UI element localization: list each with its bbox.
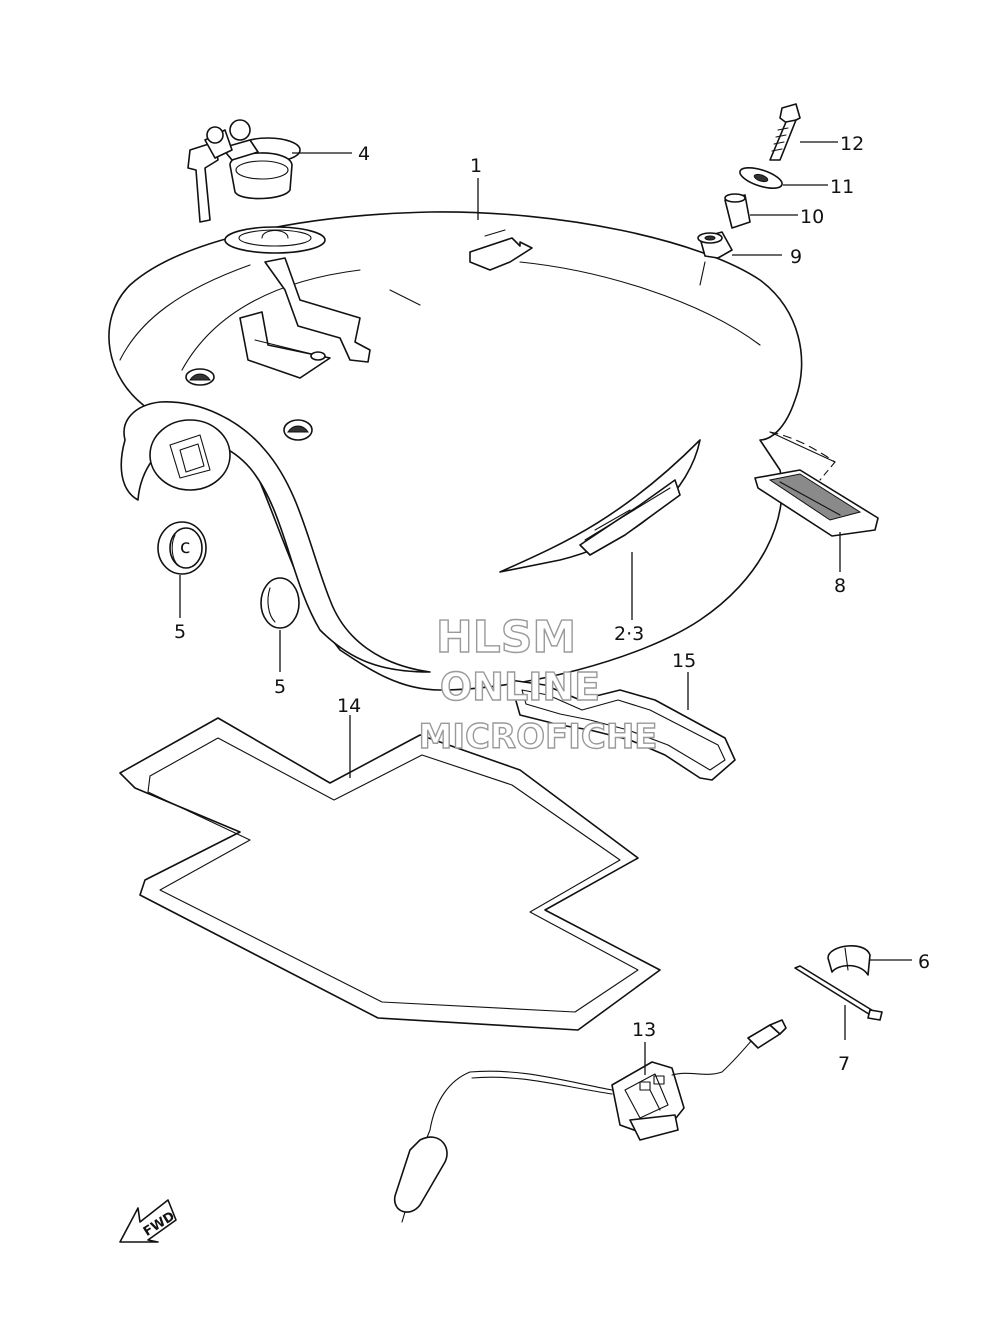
bolt-part[interactable]: [769, 103, 801, 161]
cap-part-a[interactable]: c: [157, 521, 207, 575]
cable-tie-part[interactable]: [794, 965, 883, 1021]
washer-part[interactable]: [738, 164, 785, 193]
rear-cushion-part[interactable]: [754, 469, 879, 537]
cap-part-b[interactable]: [260, 577, 300, 629]
callout-14: 14: [337, 695, 361, 717]
callout-11: 11: [830, 176, 854, 198]
callout-5a: 5: [174, 621, 186, 643]
callout-8: 8: [834, 575, 846, 597]
callout-7: 7: [838, 1053, 850, 1075]
mount-line-9: [699, 261, 706, 286]
callout-6: 6: [918, 951, 930, 973]
callout-12: 12: [840, 133, 864, 155]
callout-13: 13: [632, 1019, 656, 1041]
callout-15: 15: [672, 650, 696, 672]
watermark-line-3: MICROFICHE: [418, 717, 657, 757]
callout-4: 4: [358, 143, 370, 165]
callout-9: 9: [790, 246, 802, 268]
forward-direction-arrow-icon: FWD: [119, 1199, 178, 1243]
callout-2-3: 2·3: [614, 623, 644, 645]
fuel-cap-part[interactable]: [187, 119, 301, 223]
fuel-tank-part[interactable]: [108, 211, 836, 691]
callout-1: 1: [470, 155, 482, 177]
callout-10: 10: [800, 206, 824, 228]
spacer-part[interactable]: [724, 193, 751, 229]
cushion-part[interactable]: [697, 231, 733, 259]
watermark-line-1: HLSM: [436, 612, 576, 663]
svg-text:c: c: [180, 536, 190, 558]
watermark: HLSM ONLINE MICROFICHE: [418, 611, 658, 757]
watermark-line-2: ONLINE: [440, 665, 600, 709]
tank-pad-part[interactable]: [119, 717, 661, 1031]
gasket-strip-part[interactable]: [509, 679, 736, 781]
callout-5b: 5: [274, 676, 286, 698]
fuel-gauge-part[interactable]: [394, 1019, 787, 1223]
clip-part[interactable]: [827, 945, 871, 976]
